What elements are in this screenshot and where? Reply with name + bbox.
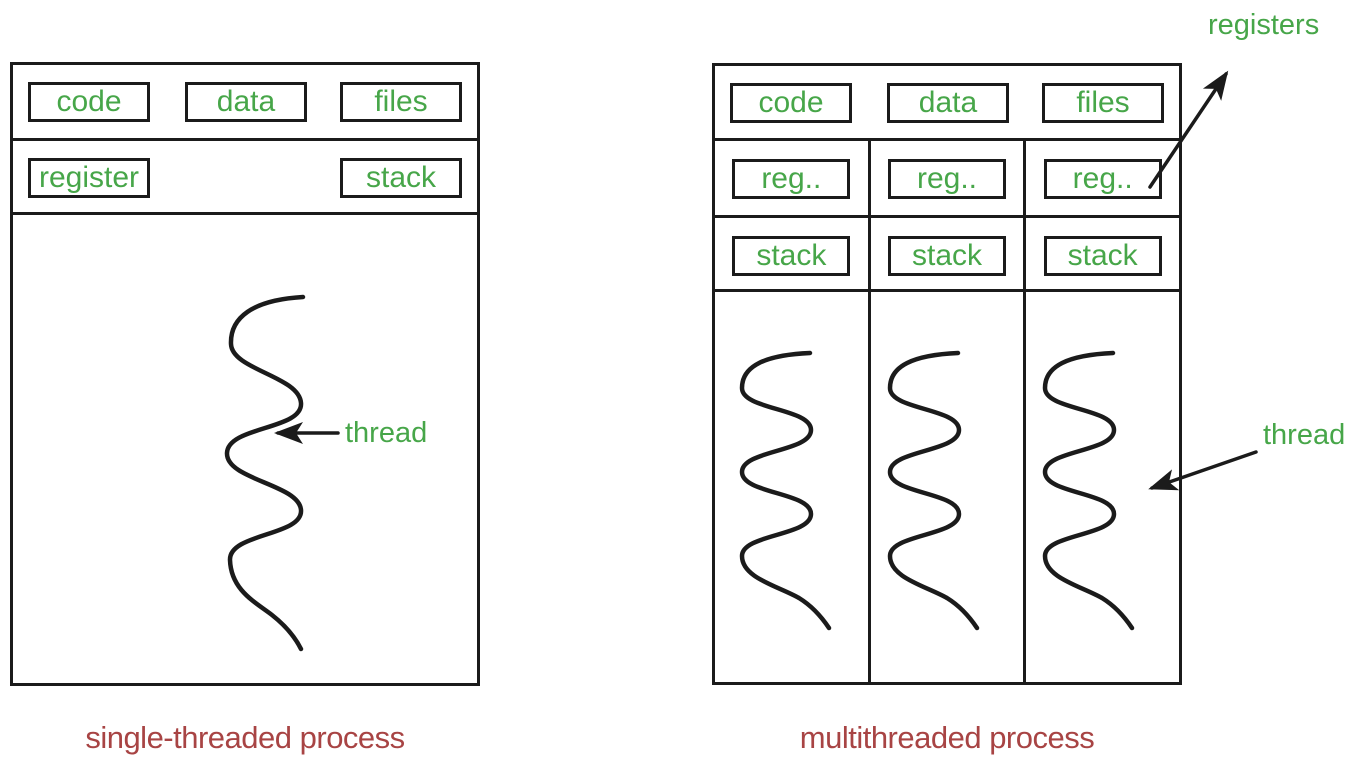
multithreaded-process-box: code data files reg.. stack: [712, 63, 1182, 685]
left-data-label: data: [216, 85, 276, 118]
right-thread-annotation: thread: [1263, 419, 1346, 451]
thread2-area: [871, 292, 1024, 682]
thread2-stack-label: stack: [911, 239, 983, 272]
thread1-stack-cell: stack: [715, 218, 868, 292]
thread1-reg-label: reg..: [761, 162, 822, 195]
thread-column-1: reg.. stack: [715, 141, 868, 682]
thread1-stack-label: stack: [756, 239, 827, 272]
left-code-box: code: [28, 82, 150, 122]
thread2-stack-cell: stack: [870, 218, 1024, 292]
single-threaded-process-box: code data files register stack: [10, 62, 480, 686]
registers-annotation: registers: [1208, 9, 1320, 41]
thread2-reg-label: reg..: [916, 162, 978, 195]
left-files-box: files: [340, 82, 462, 122]
left-register-box: register: [28, 158, 150, 198]
thread3-area: [1026, 292, 1179, 682]
thread3-stack-cell: stack: [1026, 218, 1180, 292]
right-code-box: code: [730, 83, 852, 123]
right-code-label: code: [758, 86, 824, 119]
single-threaded-caption: single-threaded process: [85, 720, 405, 755]
thread2-stack-box: stack: [888, 236, 1006, 276]
left-stack-box: stack: [340, 158, 462, 198]
right-top-row: code data files: [715, 66, 1179, 141]
thread1-area: [715, 292, 868, 682]
thread3-reg-label: reg..: [1072, 162, 1133, 195]
left-thread-annotation: thread: [345, 417, 428, 449]
thread1-stack-box: stack: [732, 236, 851, 276]
left-files-label: files: [374, 85, 428, 118]
thread3-reg-box: reg..: [1043, 159, 1162, 199]
left-data-box: data: [185, 82, 307, 122]
thread-column-2: reg.. stack: [867, 141, 1024, 682]
thread2-reg-cell: reg..: [870, 141, 1024, 218]
right-files-label: files: [1076, 86, 1130, 119]
left-top-row: code data files: [13, 65, 477, 141]
thread1-reg-box: reg..: [732, 159, 851, 199]
thread3-reg-cell: reg..: [1026, 141, 1180, 218]
left-code-label: code: [56, 85, 122, 118]
thread2-reg-box: reg..: [888, 159, 1006, 199]
left-register-stack-row: register stack: [13, 141, 477, 215]
thread3-stack-box: stack: [1043, 236, 1162, 276]
left-register-label: register: [38, 161, 140, 194]
multithreaded-caption: multithreaded process: [799, 720, 1095, 755]
left-stack-label: stack: [365, 161, 437, 194]
thread3-stack-label: stack: [1067, 239, 1138, 272]
right-data-box: data: [887, 83, 1009, 123]
right-files-box: files: [1042, 83, 1164, 123]
thread1-reg-cell: reg..: [715, 141, 868, 218]
thread-column-3: reg.. stack: [1023, 141, 1180, 682]
right-thread-columns: reg.. stack reg.. sta: [715, 141, 1180, 682]
right-data-label: data: [918, 86, 978, 119]
